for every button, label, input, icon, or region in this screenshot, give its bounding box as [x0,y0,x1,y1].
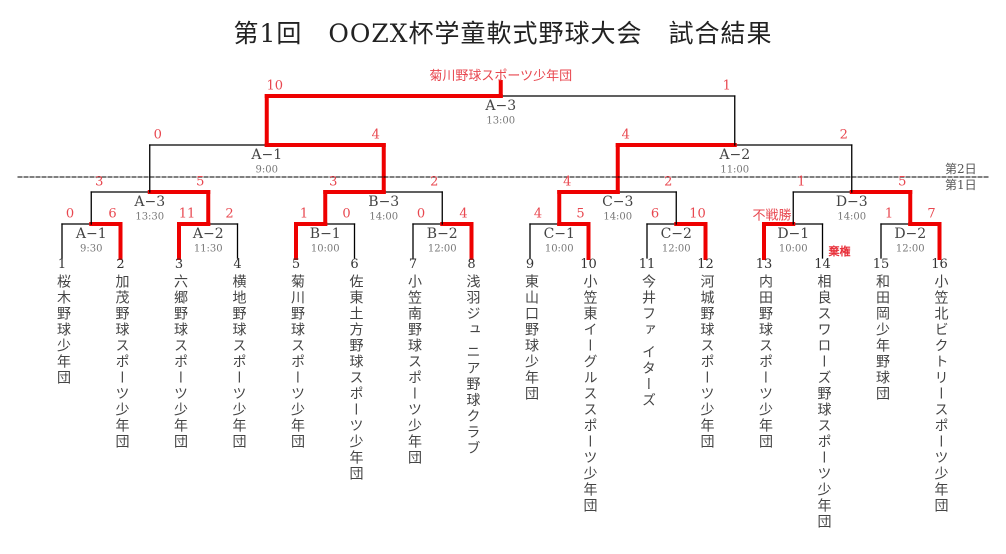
match-label: A−1 [251,147,283,163]
day1-label: 第1日 [945,178,977,192]
page-title: 第1回 OOZX杯学童軟式野球大会 試合結果 [233,19,773,48]
team-number: 10 [580,257,597,272]
team-name: 内田野球スポーツ少年団 [757,274,773,450]
match-label: A−2 [719,147,751,163]
team-name: 東山口野球少年団 [523,274,539,402]
team-name: 相良スワローズ野球スポーツ少年団 [815,274,832,530]
team-name: 浅羽ジュ ニア野球クラブ [464,274,481,457]
match-label: A−3 [134,194,166,210]
team-number: 7 [408,257,418,272]
team-number: 8 [467,257,476,272]
score-left: 0 [65,206,75,222]
score-left: 1 [884,206,894,222]
team-number: 6 [350,257,359,272]
match-time: 13:00 [486,115,516,127]
score-right: 1 [722,78,731,94]
champion-name: 菊川野球スポーツ少年団 [429,69,573,84]
team-number: 9 [525,257,535,272]
match-label: B−1 [309,226,341,242]
team-number: 13 [755,257,773,272]
score-right: 6 [108,206,117,222]
team-name: 桜木野球少年団 [55,274,71,386]
score-left: 11 [178,206,196,222]
match-time: 14:00 [603,211,633,223]
score-left: 4 [563,174,572,190]
team-number: 12 [697,257,714,272]
match-label: C−1 [543,226,575,242]
match-time: 14:00 [369,211,399,223]
team-name: 小笠北ビクトリースポーツ少年団 [932,274,949,514]
match-time: 12:00 [895,243,925,255]
score-right: 2 [839,127,848,143]
score-right: 5 [898,174,907,190]
match-time: 11:00 [720,164,750,176]
score-right: 5 [196,174,205,190]
match-label: C−2 [660,226,692,242]
match-label: B−2 [426,226,458,242]
score-left: 4 [533,206,543,222]
team-name: 小笠東イーグルススポーツ少年団 [581,274,598,514]
score-left: 3 [329,174,338,190]
team-name: 今井ファ イターズ [640,274,656,409]
score-right: 2 [225,206,234,222]
match-time: 11:30 [193,243,223,255]
score-right: 4 [371,127,380,143]
match-time: 10:00 [778,243,808,255]
match-time: 12:00 [427,243,457,255]
match-time: 10:00 [544,243,574,255]
score-left: 4 [621,127,630,143]
match-time: 13:30 [135,211,165,223]
match-label: C−3 [602,194,634,210]
team-number: 5 [291,257,301,272]
score-right: 5 [576,206,585,222]
score-right: 4 [459,206,468,222]
match-time: 9:30 [80,243,103,255]
team-number: 16 [931,257,948,272]
score-left: 1 [299,206,309,222]
team-name: 和田岡少年野球団 [874,274,890,402]
team-number: 4 [233,257,242,272]
team-number: 3 [174,257,184,272]
team-number: 15 [872,257,890,272]
team-number: 1 [57,257,67,272]
team-name: 小笠南野球スポーツ少年団 [406,274,422,466]
score-left: 1 [797,174,806,190]
team-name: 六郷野球スポーツ少年団 [172,274,188,450]
forfeit-note: 棄権 [828,245,851,258]
score-right: 2 [430,174,439,190]
score-right: 2 [664,174,673,190]
score-right: 7 [927,206,936,222]
team-name: 菊川野球スポーツ少年団 [289,274,305,450]
day2-label: 第2日 [945,162,977,176]
score-left: 3 [95,174,104,190]
match-label: D−3 [835,194,868,210]
score-right: 0 [342,206,351,222]
match-time: 10:00 [310,243,340,255]
team-name: 佐東土方野球スポーツ少年団 [347,274,364,482]
score-left: 0 [416,206,426,222]
team-number: 2 [116,257,125,272]
score-left: 6 [650,206,660,222]
match-label: A−2 [192,226,224,242]
match-label: D−2 [894,226,927,242]
match-label: B−3 [368,194,400,210]
team-number: 11 [638,257,656,272]
match-label: A−1 [75,226,107,242]
score-right: 10 [689,206,706,222]
team-name: 河城野球スポーツ少年団 [698,274,715,450]
match-label: A−3 [485,98,517,114]
score-left: 不戦勝 [752,208,792,224]
match-label: D−1 [777,226,810,242]
score-left: 10 [266,78,284,94]
match-time: 9:00 [255,164,278,176]
score-left: 0 [153,127,162,143]
team-name: 横地野球スポーツ少年団 [230,274,247,450]
match-time: 14:00 [837,211,867,223]
match-time: 12:00 [661,243,691,255]
team-name: 加茂野球スポーツ少年団 [113,274,130,450]
team-number: 14 [814,257,831,272]
